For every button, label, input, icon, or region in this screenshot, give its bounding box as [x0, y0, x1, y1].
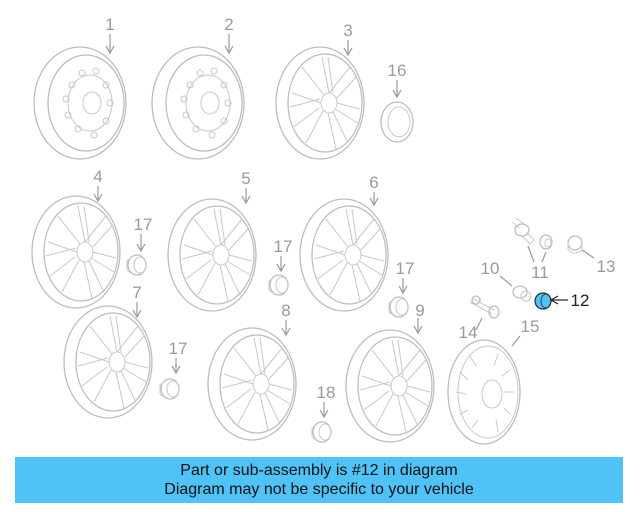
callout-16: 16 [388, 61, 407, 80]
callout-4: 4 [93, 167, 102, 186]
center-cap-16: 16 [380, 61, 414, 143]
steel-wheel-2: 2 [151, 15, 245, 160]
callout-6: 6 [369, 173, 378, 192]
alloy-wheel-7: 7 [63, 283, 153, 419]
callout-11: 11 [531, 263, 549, 282]
callout-2: 2 [224, 15, 233, 34]
callout-7: 7 [132, 283, 141, 302]
callout-15: 15 [521, 317, 540, 336]
banner-line-part-number: Part or sub-assembly is #12 in diagram [180, 462, 458, 479]
nut-10: 10 [481, 259, 532, 302]
alloy-wheel-8: 8 [207, 301, 297, 441]
info-banner: Part or sub-assembly is #12 in diagram D… [15, 457, 623, 503]
highlighted-part-12: 12 [534, 291, 590, 310]
callout-17-d: 17 [169, 339, 188, 358]
callout-17-c: 17 [396, 259, 415, 278]
callout-13: 13 [597, 257, 616, 276]
alloy-wheel-6: 6 [299, 173, 389, 312]
callout-12: 12 [571, 291, 590, 310]
banner-line-disclaimer: Diagram may not be specific to your vehi… [164, 481, 474, 498]
alloy-wheel-3: 3 [275, 21, 365, 160]
alloy-wheel-5: 5 [167, 169, 257, 312]
alloy-wheel-9: 9 [345, 301, 435, 443]
callout-18: 18 [317, 383, 336, 402]
alloy-wheel-4: 4 [31, 167, 121, 309]
callout-10: 10 [481, 259, 500, 278]
callout-1: 1 [105, 15, 114, 34]
callout-17-b: 17 [274, 237, 293, 256]
info-banner-background [15, 457, 623, 503]
callout-14: 14 [459, 323, 478, 342]
cap-18: 18 [311, 383, 336, 443]
callout-3: 3 [343, 21, 352, 40]
cap-17-d: 17 [159, 339, 188, 400]
steel-wheel-1: 1 [33, 15, 127, 160]
cap-17-a: 17 [126, 215, 153, 276]
callout-9: 9 [415, 301, 424, 320]
cap-17-c: 17 [388, 259, 415, 318]
valve-stem-14: 14 [459, 295, 500, 342]
callout-8: 8 [281, 301, 290, 320]
cap-13: 13 [567, 235, 616, 276]
callout-17-a: 17 [134, 215, 153, 234]
valve-parts-11: 11 [511, 217, 553, 282]
callout-5: 5 [241, 169, 250, 188]
wheel-cover-15: 15 [447, 317, 540, 445]
cap-17-b: 17 [268, 237, 293, 296]
